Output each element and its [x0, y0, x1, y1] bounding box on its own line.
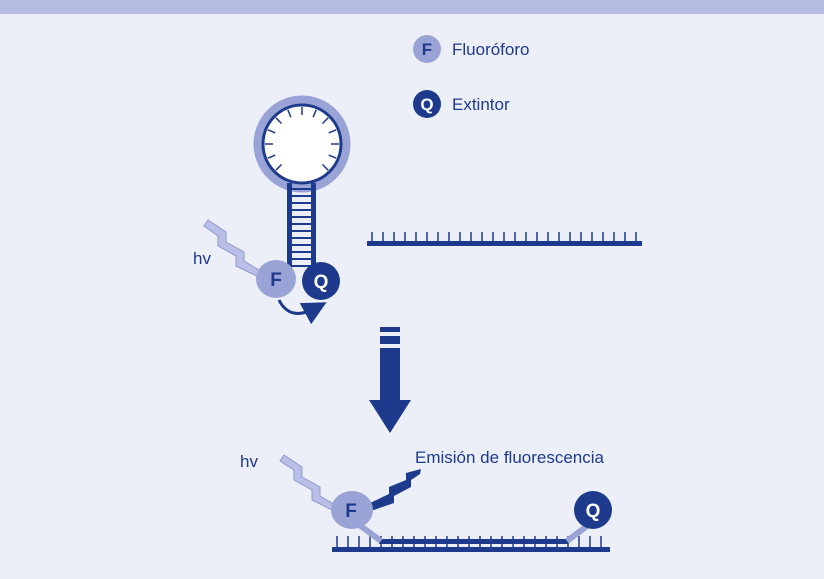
hybrid-quencher-symbol: Q	[586, 501, 601, 522]
legend-fluorophore-icon	[413, 35, 441, 63]
loop-tick	[267, 154, 276, 159]
hybrid-fluorophore-symbol: F	[345, 501, 357, 522]
hairpin-stem-rungs	[292, 188, 311, 267]
loop-tick	[321, 117, 329, 125]
legend-quencher-label: Extintor	[452, 95, 510, 114]
hairpin-fluorophore	[256, 260, 296, 298]
hybrid-emission-bolt	[368, 469, 421, 511]
legend-fluorophore-label: Fluoróforo	[452, 40, 529, 59]
hairpin-quencher-symbol: Q	[314, 272, 329, 293]
hybrid-linker-right	[565, 523, 589, 544]
hybridized-probe: F Q	[279, 454, 612, 552]
target-strand	[367, 232, 642, 246]
hybrid-bottom-strand	[332, 547, 610, 552]
loop-tick	[275, 117, 283, 125]
energy-transfer-arrow	[277, 299, 327, 325]
loop-tick	[328, 154, 337, 159]
loop-tick	[328, 129, 337, 134]
legend-quencher-symbol: Q	[420, 95, 433, 114]
hybrid-quencher	[574, 491, 612, 529]
legend-quencher-icon	[413, 90, 441, 118]
reaction-arrow	[369, 327, 411, 433]
hybrid-excitation-label: hv	[240, 452, 258, 471]
hairpin-stem-right	[311, 183, 316, 275]
hybrid-excitation-bolt	[279, 454, 338, 511]
legend-fluorophore-symbol: F	[422, 40, 432, 59]
hairpin-loop-ticks	[265, 107, 339, 171]
hairpin-quencher	[302, 262, 340, 300]
loop-tick	[267, 129, 276, 134]
target-strand-backbone	[367, 241, 642, 246]
target-strand-ticks	[371, 232, 637, 241]
hairpin-stem-left	[287, 183, 292, 275]
loop-tick	[287, 109, 292, 118]
hybrid-linker-left	[356, 521, 383, 544]
hairpin-excitation-bolt	[203, 219, 263, 277]
loop-tick	[321, 163, 329, 171]
loop-tick	[312, 109, 317, 118]
hairpin-loop-inner	[261, 103, 343, 185]
hybrid-fluorophore	[331, 491, 373, 529]
emission-label: Emisión de fluorescencia	[415, 448, 604, 467]
hybrid-probe-strand	[379, 539, 569, 544]
hairpin-probe: F Q	[203, 95, 351, 325]
legend: F Fluoróforo Q Extintor	[413, 35, 529, 118]
hairpin-fluorophore-symbol: F	[270, 270, 282, 291]
top-bar	[0, 0, 824, 14]
loop-tick	[275, 163, 283, 171]
hairpin-excitation-label: hv	[193, 249, 211, 268]
